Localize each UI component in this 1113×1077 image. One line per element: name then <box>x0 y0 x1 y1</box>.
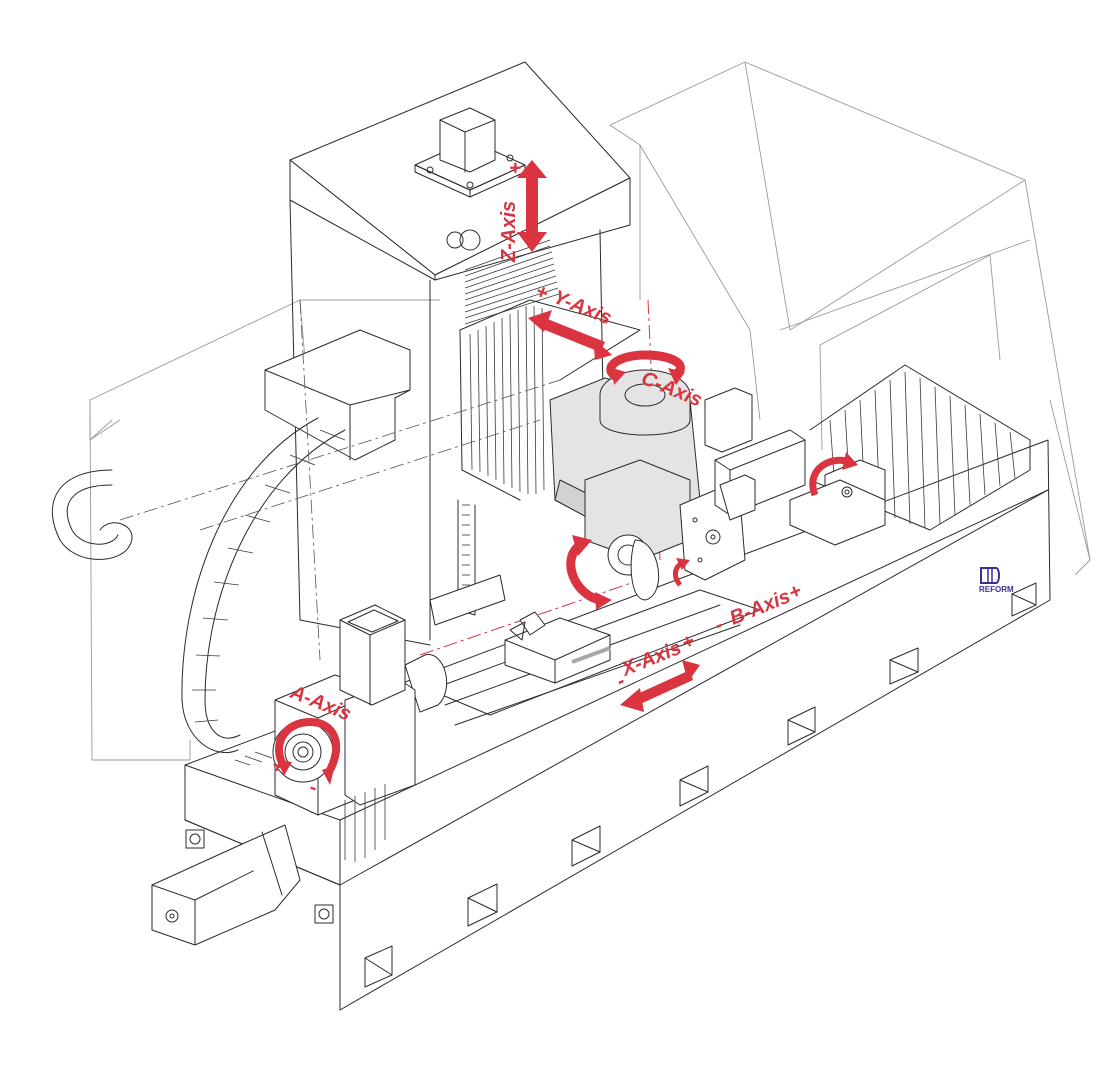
y-axis-label: Y-Axis <box>550 286 615 329</box>
y-axis-plus-label: + <box>532 280 551 305</box>
tailstock-rotation-arrow <box>809 452 858 497</box>
x-axis-bellows <box>789 364 1031 546</box>
table-x-arrow <box>571 646 611 664</box>
reform-logo-text: REFORM <box>979 585 1014 594</box>
reform-logo-icon <box>980 567 1000 584</box>
b-axis-arrow <box>672 558 690 587</box>
a-axis-arrow <box>275 717 341 785</box>
axis-arrows <box>275 160 858 785</box>
z-axis-arrow <box>517 160 547 252</box>
work-table <box>404 589 761 726</box>
machine-base <box>184 439 1051 1011</box>
c-axis-arrow <box>606 350 685 385</box>
y-axis-arrow <box>528 310 612 360</box>
wheel-rotation-arrow <box>566 535 612 610</box>
z-axis-label: Z-Axis <box>498 201 520 263</box>
a-axis-headstock <box>234 604 416 862</box>
spindle-motor <box>151 824 301 946</box>
cable-chain <box>181 329 411 754</box>
x-axis-arrow <box>620 660 700 712</box>
z-axis-plus-label: + <box>505 162 527 174</box>
reform-logo: REFORM <box>979 567 1014 594</box>
grinding-head <box>549 369 806 601</box>
